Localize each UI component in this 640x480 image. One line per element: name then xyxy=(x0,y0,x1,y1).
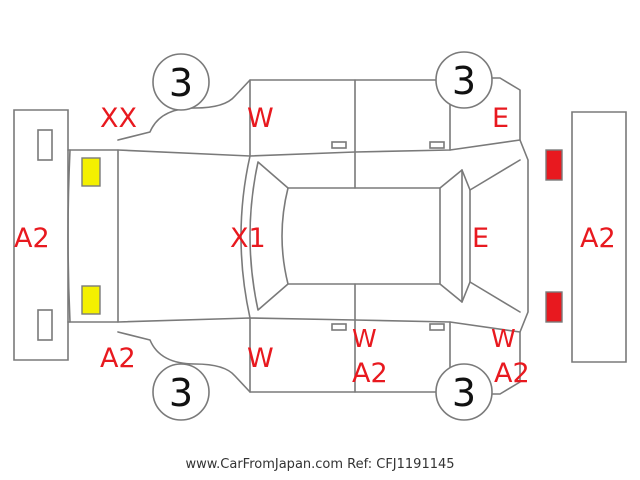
code-front-left-door: W xyxy=(247,103,274,134)
rear-left-tail-lamp xyxy=(545,149,563,181)
tire-rear-left: 3 xyxy=(435,51,493,109)
code-hood: X1 xyxy=(230,223,266,254)
rear-left-door-handle xyxy=(429,141,445,149)
tire-front-right: 3 xyxy=(152,363,210,421)
code-trunk: E xyxy=(472,223,489,254)
code-front-left-fender: XX xyxy=(100,103,137,134)
rear-right-door-handle xyxy=(429,323,445,331)
code-front-right-door: W xyxy=(247,343,274,374)
code-front-bumper: A2 xyxy=(14,223,50,254)
code-rear-bumper: A2 xyxy=(580,223,616,254)
code-front-right-fender: A2 xyxy=(100,343,136,374)
tire-rear-right-rating: 3 xyxy=(452,371,476,415)
front-bumper-right-light xyxy=(37,309,53,341)
code-rear-right-door-a2: A2 xyxy=(352,358,388,389)
rear-bumper xyxy=(571,111,627,363)
tire-front-left-rating: 3 xyxy=(169,61,193,105)
front-right-headlamp xyxy=(81,285,101,315)
front-bumper-left-light xyxy=(37,129,53,161)
tire-rear-right: 3 xyxy=(435,363,493,421)
tire-front-right-rating: 3 xyxy=(169,371,193,415)
car-body-outline xyxy=(67,77,529,395)
front-left-headlamp xyxy=(81,157,101,187)
tire-front-left: 3 xyxy=(152,53,210,111)
front-left-door-handle xyxy=(331,141,347,149)
tire-rear-left-rating: 3 xyxy=(452,59,476,103)
front-bumper xyxy=(13,109,69,361)
code-rear-right-quarter-a2: A2 xyxy=(494,358,530,389)
code-rear-right-quarter-w: W xyxy=(491,324,516,353)
front-right-door-handle xyxy=(331,323,347,331)
code-rear-left-quarter: E xyxy=(492,103,509,134)
reference-footer: www.CarFromJapan.com Ref: CFJ1191145 xyxy=(185,457,455,472)
rear-right-tail-lamp xyxy=(545,291,563,323)
code-rear-right-door-w: W xyxy=(352,324,377,353)
